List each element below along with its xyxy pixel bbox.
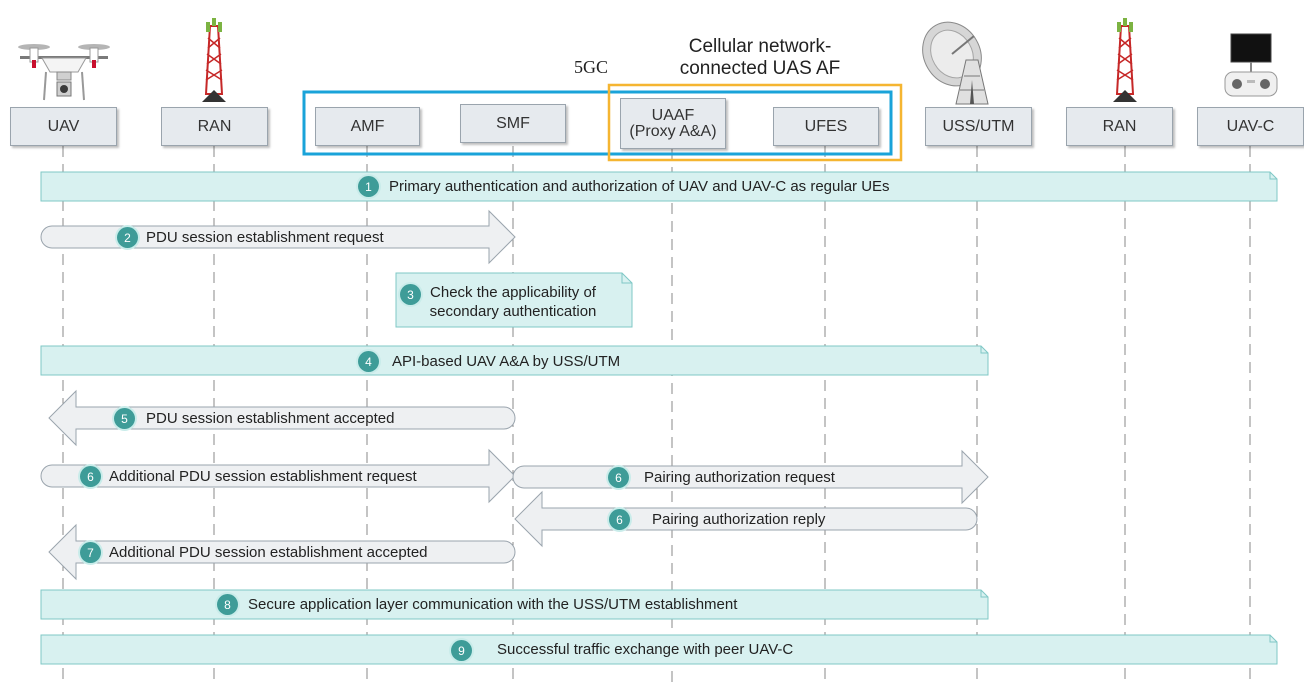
step-badge: 7 — [80, 542, 101, 563]
step-text: PDU session establishment request — [146, 229, 384, 246]
step-7-arrow — [48, 523, 516, 581]
step-text: API-based UAV A&A by USS/UTM — [392, 353, 621, 370]
entity-uaaf-sublabel: (Proxy A&A) — [629, 122, 717, 140]
step-text: Secure application layer communication w… — [248, 596, 738, 613]
entity-uaaf[interactable]: UAAF (Proxy A&A) — [620, 98, 726, 149]
entity-uav-c-label: UAV-C — [1226, 117, 1275, 135]
step-8-bar — [40, 589, 989, 620]
step-2-arrow — [40, 209, 516, 265]
step-badge: 6 — [608, 467, 629, 488]
entity-amf-label: AMF — [350, 117, 385, 135]
antenna-tower-icon — [202, 18, 226, 102]
entity-uaaf-label: UAAF — [651, 106, 695, 124]
drone-icon — [18, 44, 110, 101]
entity-ran-label: RAN — [197, 117, 232, 135]
step-text: Pairing authorization reply — [652, 511, 826, 528]
step-badge: 9 — [451, 640, 472, 661]
step-4-bar — [40, 345, 989, 376]
satellite-dish-icon — [922, 21, 989, 105]
step-badge: 2 — [117, 227, 138, 248]
step-note-text: Check the applicability of secondary aut… — [418, 283, 608, 321]
step-1-bar-fold — [1269, 172, 1277, 180]
step-6-arrow — [40, 448, 516, 504]
antenna-tower-icon — [1113, 18, 1137, 102]
entity-uav[interactable]: UAV — [10, 107, 117, 146]
message-shapes — [40, 171, 1278, 665]
step-text: Primary authentication and authorization… — [389, 178, 890, 195]
step-text: Additional PDU session establishment acc… — [109, 544, 428, 561]
core-network-label: 5GC — [573, 57, 608, 77]
step-5-arrow — [48, 389, 516, 447]
entity-smf[interactable]: SMF — [460, 104, 566, 143]
step-badge: 3 — [400, 284, 421, 305]
step-6b-arrow — [512, 449, 989, 505]
step-text: Successful traffic exchange with peer UA… — [497, 641, 794, 658]
step-3-note — [395, 272, 633, 328]
entity-uss-utm-label: USS/UTM — [942, 117, 1015, 135]
uas-af-label: Cellular network- connected UAS AF — [645, 36, 875, 80]
entity-uav-c[interactable]: UAV-C — [1197, 107, 1304, 146]
step-text: Additional PDU session establishment req… — [109, 468, 417, 485]
step-text: PDU session establishment accepted — [146, 410, 395, 427]
step-6c-reply-arrow — [514, 490, 978, 548]
step-badge: 8 — [217, 594, 238, 615]
entity-uss-utm[interactable]: USS/UTM — [925, 107, 1032, 146]
uas-af-label-line1: Cellular network- — [688, 36, 832, 57]
step-4-bar-fold — [980, 346, 988, 354]
step-badge: 6 — [609, 509, 630, 530]
entity-amf[interactable]: AMF — [315, 107, 420, 146]
step-9-bar-fold — [1269, 635, 1277, 643]
step-badge: 5 — [114, 408, 135, 429]
step-9-bar — [40, 634, 1278, 665]
entity-ufes[interactable]: UFES — [773, 107, 879, 146]
step-badge: 4 — [358, 351, 379, 372]
step-8-bar-fold — [980, 590, 988, 598]
entity-ufes-label: UFES — [804, 117, 848, 135]
entity-uav-label: UAV — [47, 117, 80, 135]
uas-af-frame — [607, 83, 903, 162]
uas-af-label-line2: connected UAS AF — [679, 58, 841, 79]
step-1-bar — [40, 171, 1278, 202]
step-3-note-fold — [621, 273, 632, 284]
entity-ran-label: RAN — [1102, 117, 1137, 135]
entity-smf-label: SMF — [496, 114, 530, 132]
step-text: Pairing authorization request — [644, 469, 835, 486]
step-badge: 6 — [80, 466, 101, 487]
remote-controller-icon — [1224, 33, 1278, 97]
entity-ran[interactable]: RAN — [161, 107, 268, 146]
step-badge: 1 — [358, 176, 379, 197]
entity-ran[interactable]: RAN — [1066, 107, 1173, 146]
step-note-line2: secondary authentication — [429, 303, 597, 320]
step-note-line1: Check the applicability of — [430, 284, 596, 301]
core-network-frame — [302, 90, 893, 156]
